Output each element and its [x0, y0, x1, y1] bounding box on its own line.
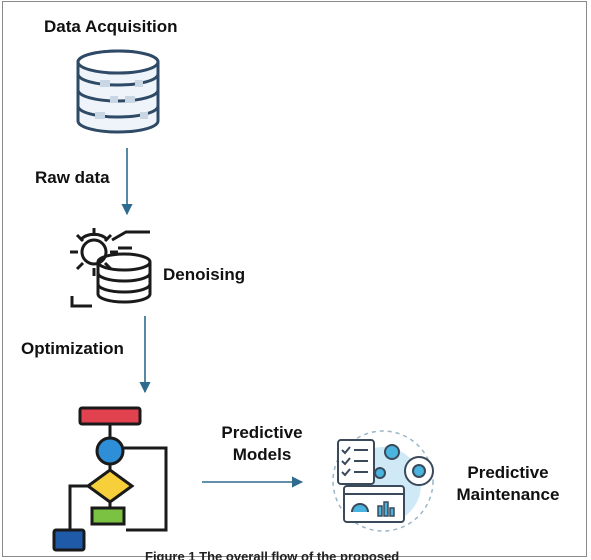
gear-database-icon	[70, 228, 152, 308]
label-optimization: Optimization	[21, 339, 124, 358]
label-maintenance-line1: Predictive	[467, 463, 549, 482]
database-icon	[76, 49, 160, 134]
flowchart-icon	[52, 406, 168, 552]
label-denoising: Denoising	[163, 265, 246, 284]
label-predictive-maintenance: Predictive Maintenance	[444, 462, 572, 506]
label-predictive-models-line1: Predictive	[221, 423, 303, 442]
maintenance-icon	[332, 430, 434, 532]
label-data-acquisition: Data Acquisition	[44, 17, 178, 36]
label-maintenance-line2: Maintenance	[456, 485, 560, 504]
label-predictive-models-line2: Models	[232, 445, 292, 464]
label-predictive-models: Predictive Models	[212, 422, 312, 466]
label-raw-data: Raw data	[35, 168, 110, 187]
figure-caption: Figure 1 The overall flow of the propose…	[145, 550, 400, 560]
